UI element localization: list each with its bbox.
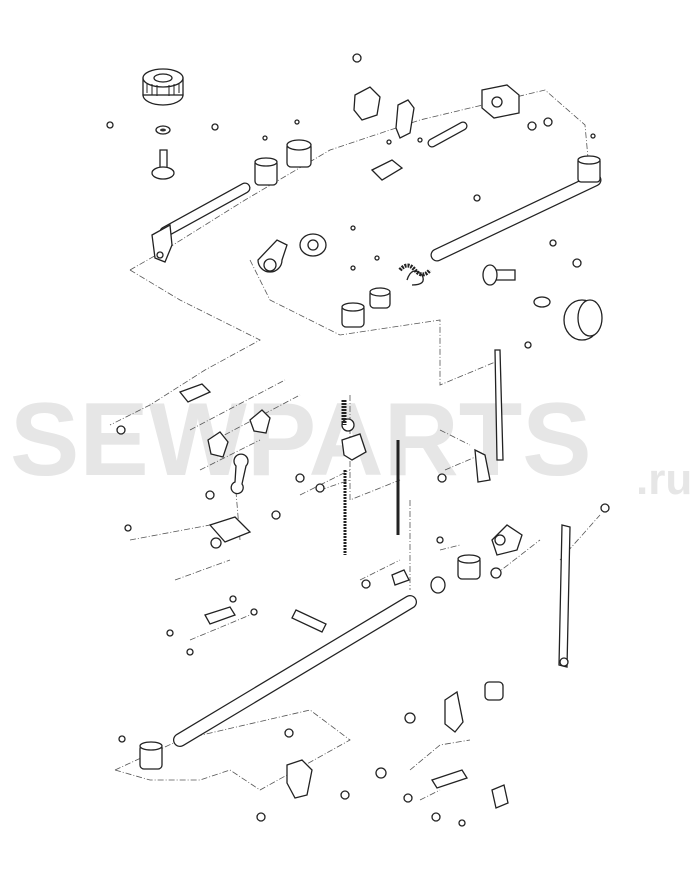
right-knob [482, 264, 603, 341]
upper-left-shaft [151, 182, 251, 263]
bushings [254, 139, 551, 701]
lower-main-shaft [139, 595, 417, 770]
adjusting-knob [142, 68, 184, 180]
upper-main-shaft [430, 155, 602, 262]
watermark-suffix: .ru [636, 455, 693, 504]
cranks-and-links [178, 84, 523, 809]
assembly-guide-lines [109, 89, 601, 801]
screws [106, 53, 610, 827]
bars-and-rods [341, 263, 571, 668]
